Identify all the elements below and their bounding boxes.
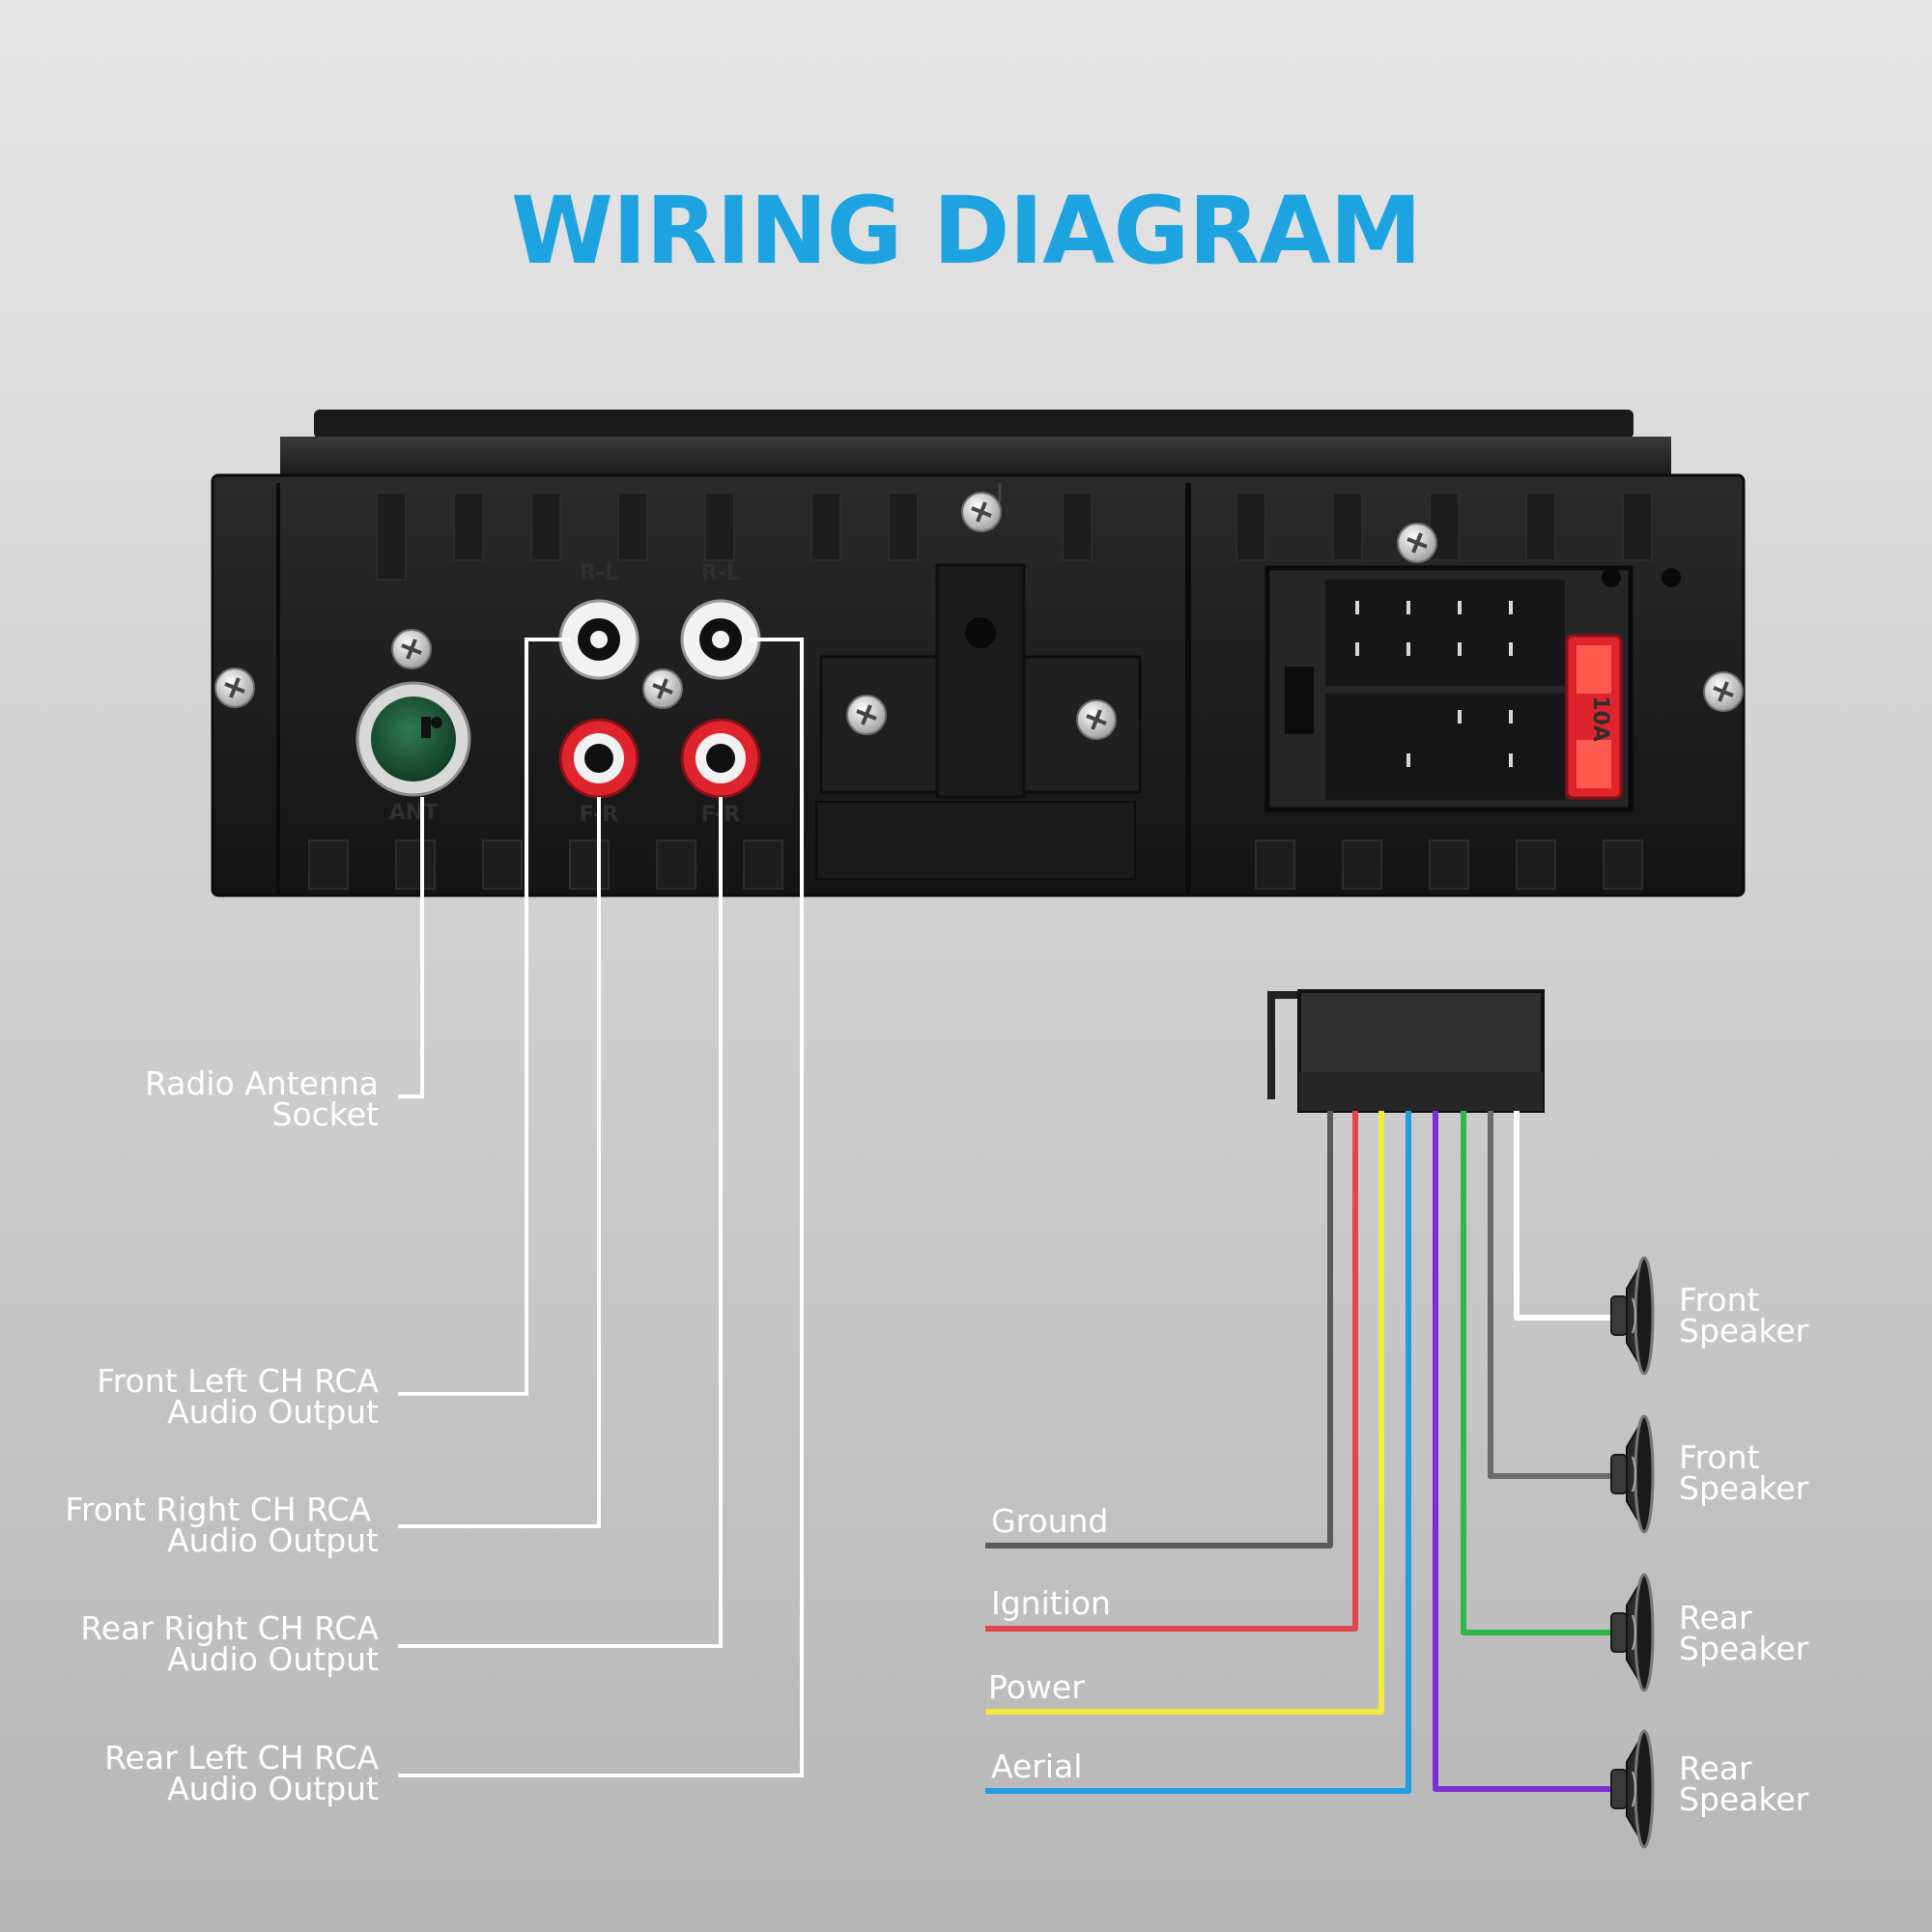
label-rear-left-line1: Rear Left CH RCA xyxy=(104,1739,379,1776)
rca-pin-label: R-L xyxy=(580,561,618,585)
label-speaker-2-line1: Front xyxy=(1679,1438,1760,1476)
rca-leader-lines xyxy=(398,638,804,1777)
antenna-socket-icon xyxy=(355,681,471,797)
screw-icon xyxy=(960,491,1003,533)
harness-labels: Ground Ignition Power Aerial xyxy=(988,1502,1111,1785)
label-ground: Ground xyxy=(991,1502,1108,1540)
screw-icon xyxy=(1396,522,1438,564)
label-power: Power xyxy=(988,1668,1085,1706)
speaker-labels: Front Speaker Front Speaker Rear Speaker… xyxy=(1679,1281,1809,1818)
rca-jack-red-icon xyxy=(680,718,761,799)
label-front-left-line1: Front Left CH RCA xyxy=(97,1362,379,1400)
speaker-icon xyxy=(1610,1573,1655,1692)
leader-rear-right xyxy=(398,797,723,1648)
label-front-right-line1: Front Right CH RCA xyxy=(65,1491,371,1528)
harness-plug xyxy=(1267,989,1545,1113)
label-aerial: Aerial xyxy=(991,1747,1082,1785)
wire-purple xyxy=(1433,1111,1613,1792)
label-front-right-line2: Audio Output xyxy=(167,1521,379,1559)
bottom-ribs xyxy=(308,839,1643,890)
label-speaker-3-line2: Speaker xyxy=(1679,1630,1809,1667)
harness-wires xyxy=(985,1111,1613,1794)
fuse-icon xyxy=(1565,634,1623,800)
label-rear-left-line2: Audio Output xyxy=(167,1770,379,1807)
leader-rear-left xyxy=(398,638,804,1777)
screw-icon xyxy=(1075,698,1118,741)
label-antenna-line1: Radio Antenna xyxy=(145,1065,379,1102)
label-antenna-line2: Socket xyxy=(272,1095,380,1133)
screw-icon xyxy=(845,694,888,736)
head-unit: ANT R-L R-L F-R F-R xyxy=(211,410,1746,897)
label-speaker-1-line2: Speaker xyxy=(1679,1312,1809,1350)
wire-white xyxy=(1514,1111,1613,1321)
screw-icon xyxy=(1702,670,1745,713)
speakers xyxy=(1610,1256,1655,1849)
rca-jack-white-icon xyxy=(680,599,761,680)
label-ignition: Ignition xyxy=(991,1584,1111,1622)
screw-icon xyxy=(213,667,256,709)
rca-jack-red-icon xyxy=(558,718,639,799)
left-labels: Radio Antenna Socket Front Left CH RCA A… xyxy=(65,1065,379,1807)
wire-gray xyxy=(1488,1111,1613,1479)
label-speaker-4-line1: Rear xyxy=(1679,1749,1752,1787)
rca-jack-white-icon xyxy=(558,599,639,680)
wire-green xyxy=(1461,1111,1613,1635)
label-rear-right-line2: Audio Output xyxy=(167,1640,379,1678)
antenna-pin-label: ANT xyxy=(389,801,438,825)
speaker-icon xyxy=(1610,1729,1655,1849)
wire-ground xyxy=(985,1111,1333,1548)
screw-icon xyxy=(641,668,684,710)
screw-icon xyxy=(390,628,433,670)
leader-front-right xyxy=(398,797,601,1528)
speaker-icon xyxy=(1610,1414,1655,1534)
vent-hole xyxy=(1602,568,1621,587)
wire-aerial xyxy=(985,1111,1411,1794)
label-speaker-4-line2: Speaker xyxy=(1679,1780,1809,1818)
fuse-rating-label: 10A xyxy=(1588,696,1612,742)
label-front-left-line2: Audio Output xyxy=(167,1393,379,1431)
label-speaker-1-line1: Front xyxy=(1679,1281,1760,1319)
label-rear-right-line1: Rear Right CH RCA xyxy=(80,1609,379,1647)
vent-hole xyxy=(1662,568,1681,587)
leader-antenna xyxy=(398,797,424,1098)
label-speaker-3-line1: Rear xyxy=(1679,1599,1752,1636)
chassis-top xyxy=(314,410,1634,439)
wire-power xyxy=(985,1111,1384,1715)
wire-ignition xyxy=(985,1111,1358,1632)
top-ribs xyxy=(376,492,1653,581)
leader-front-left xyxy=(398,638,570,1396)
page-title: WIRING DIAGRAM xyxy=(511,177,1421,285)
label-speaker-2-line2: Speaker xyxy=(1679,1469,1809,1507)
rca-pin-label: R-L xyxy=(701,561,740,585)
speaker-icon xyxy=(1610,1256,1655,1376)
